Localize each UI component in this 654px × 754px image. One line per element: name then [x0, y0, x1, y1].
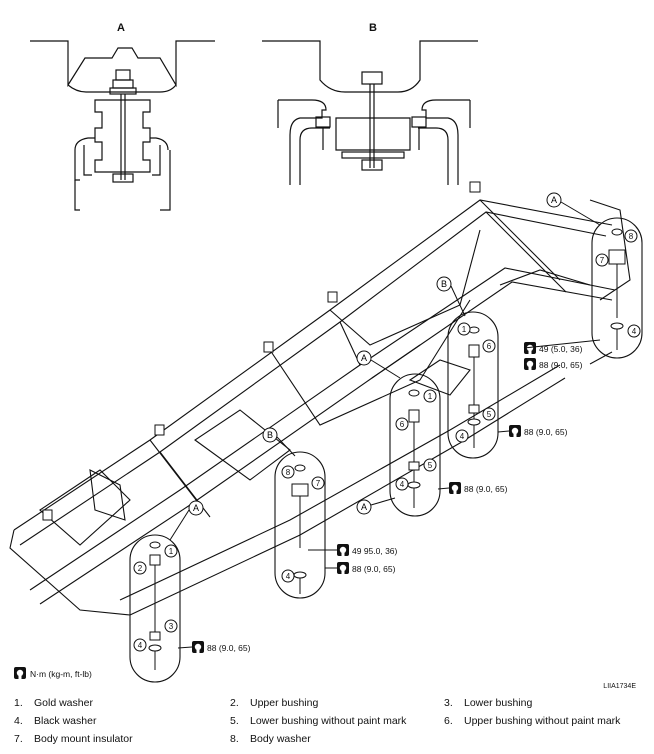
capsule-front-a — [129, 534, 181, 683]
svg-text:88 (9.0, 65): 88 (9.0, 65) — [352, 564, 396, 574]
svg-text:4: 4 — [286, 572, 291, 581]
svg-text:B: B — [267, 430, 273, 440]
torque-spec-mid-a: 88 (9.0, 65) — [437, 482, 508, 494]
svg-text:7: 7 — [316, 479, 321, 488]
svg-text:6: 6 — [400, 420, 405, 429]
part-number-callouts: 1 2 3 4 8 7 4 1 6 5 4 1 6 5 4 8 7 4 — [133, 229, 641, 652]
detail-view-a: A — [30, 22, 215, 211]
capsule-mid-b — [274, 451, 326, 599]
torque-spec-rear-b-upper: 49 (5.0, 36) — [523, 339, 601, 354]
torque-spec-mid-b-upper: 49 95.0, 36) — [308, 544, 398, 556]
detail-view-b: B — [262, 22, 478, 185]
torque-spec-mid-b-lower: 88 (9.0, 65) — [325, 562, 396, 574]
svg-text:1: 1 — [169, 547, 174, 556]
callout-a-mid-top: A — [356, 350, 401, 379]
svg-text:7: 7 — [600, 256, 605, 265]
svg-text:A: A — [361, 502, 367, 512]
vehicle-frame — [9, 199, 631, 616]
svg-text:A: A — [551, 195, 557, 205]
svg-text:3: 3 — [169, 622, 174, 631]
svg-text:5: 5 — [487, 410, 492, 419]
svg-text:4: 4 — [460, 432, 465, 441]
callout-b-mid: B — [262, 427, 296, 457]
svg-text:4: 4 — [400, 480, 405, 489]
detail-view-a-label: A — [117, 22, 125, 34]
svg-text:88 (9.0, 65): 88 (9.0, 65) — [524, 427, 568, 437]
svg-text:N·m (kg-m, ft-lb): N·m (kg-m, ft-lb) — [30, 669, 92, 679]
callout-a-rear: B — [436, 276, 466, 317]
torque-unit-legend: N·m (kg-m, ft-lb) — [14, 667, 92, 679]
svg-text:2: 2 — [138, 564, 143, 573]
exploded-parts — [148, 228, 626, 670]
capsule-rear-a — [447, 311, 499, 459]
body-mount-posts — [42, 181, 481, 521]
svg-text:1: 1 — [428, 392, 433, 401]
callout-b-rear: A — [546, 192, 601, 226]
mount-capsules — [129, 217, 643, 683]
svg-text:8: 8 — [629, 232, 634, 241]
svg-text:49 95.0, 36): 49 95.0, 36) — [352, 546, 398, 556]
torque-wrench-icon — [14, 667, 26, 679]
svg-text:8: 8 — [286, 468, 291, 477]
svg-text:6: 6 — [487, 342, 492, 351]
svg-text:49 (5.0, 36): 49 (5.0, 36) — [539, 344, 583, 354]
capsule-rear-b — [591, 217, 643, 359]
callout-a-mid-bottom: A — [356, 497, 396, 515]
svg-text:88 (9.0, 65): 88 (9.0, 65) — [464, 484, 508, 494]
torque-spec-front-a: 88 (9.0, 65) — [177, 641, 251, 653]
svg-text:5: 5 — [428, 461, 433, 470]
svg-text:4: 4 — [632, 327, 637, 336]
torque-specs: 49 (5.0, 36) 88 (9.0, 65) 88 (9.0, 65) 8… — [177, 339, 613, 653]
callout-letters: A B A B A A — [169, 192, 601, 541]
callout-a-front: A — [169, 500, 204, 541]
svg-text:B: B — [441, 279, 447, 289]
svg-text:88 (9.0, 65): 88 (9.0, 65) — [207, 643, 251, 653]
torque-spec-rear-a: 88 (9.0, 65) — [497, 425, 568, 437]
torque-spec-rear-b-lower: 88 (9.0, 65) — [524, 351, 613, 370]
capsule-mid-a — [389, 373, 441, 517]
figure-code: LIIA1734E — [603, 683, 636, 690]
svg-text:A: A — [193, 503, 199, 513]
svg-text:4: 4 — [138, 641, 143, 650]
detail-view-b-label: B — [369, 22, 377, 34]
svg-text:88 (9.0, 65): 88 (9.0, 65) — [539, 360, 583, 370]
svg-text:A: A — [361, 353, 367, 363]
svg-text:1: 1 — [462, 325, 467, 334]
